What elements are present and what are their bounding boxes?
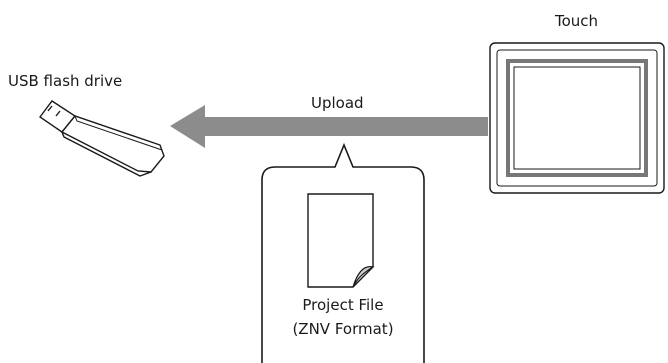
touch-panel-icon — [489, 42, 665, 194]
usb-flash-drive-icon — [39, 100, 165, 177]
file-format-label: (ZNV Format) — [292, 320, 394, 338]
left-arrow-icon — [170, 105, 488, 148]
touch-label: Touch — [555, 12, 599, 30]
project-file-label: Project File — [302, 296, 384, 314]
upload-label: Upload — [311, 94, 364, 112]
document-icon — [307, 193, 375, 288]
usb-flash-drive-label: USB flash drive — [8, 72, 123, 90]
